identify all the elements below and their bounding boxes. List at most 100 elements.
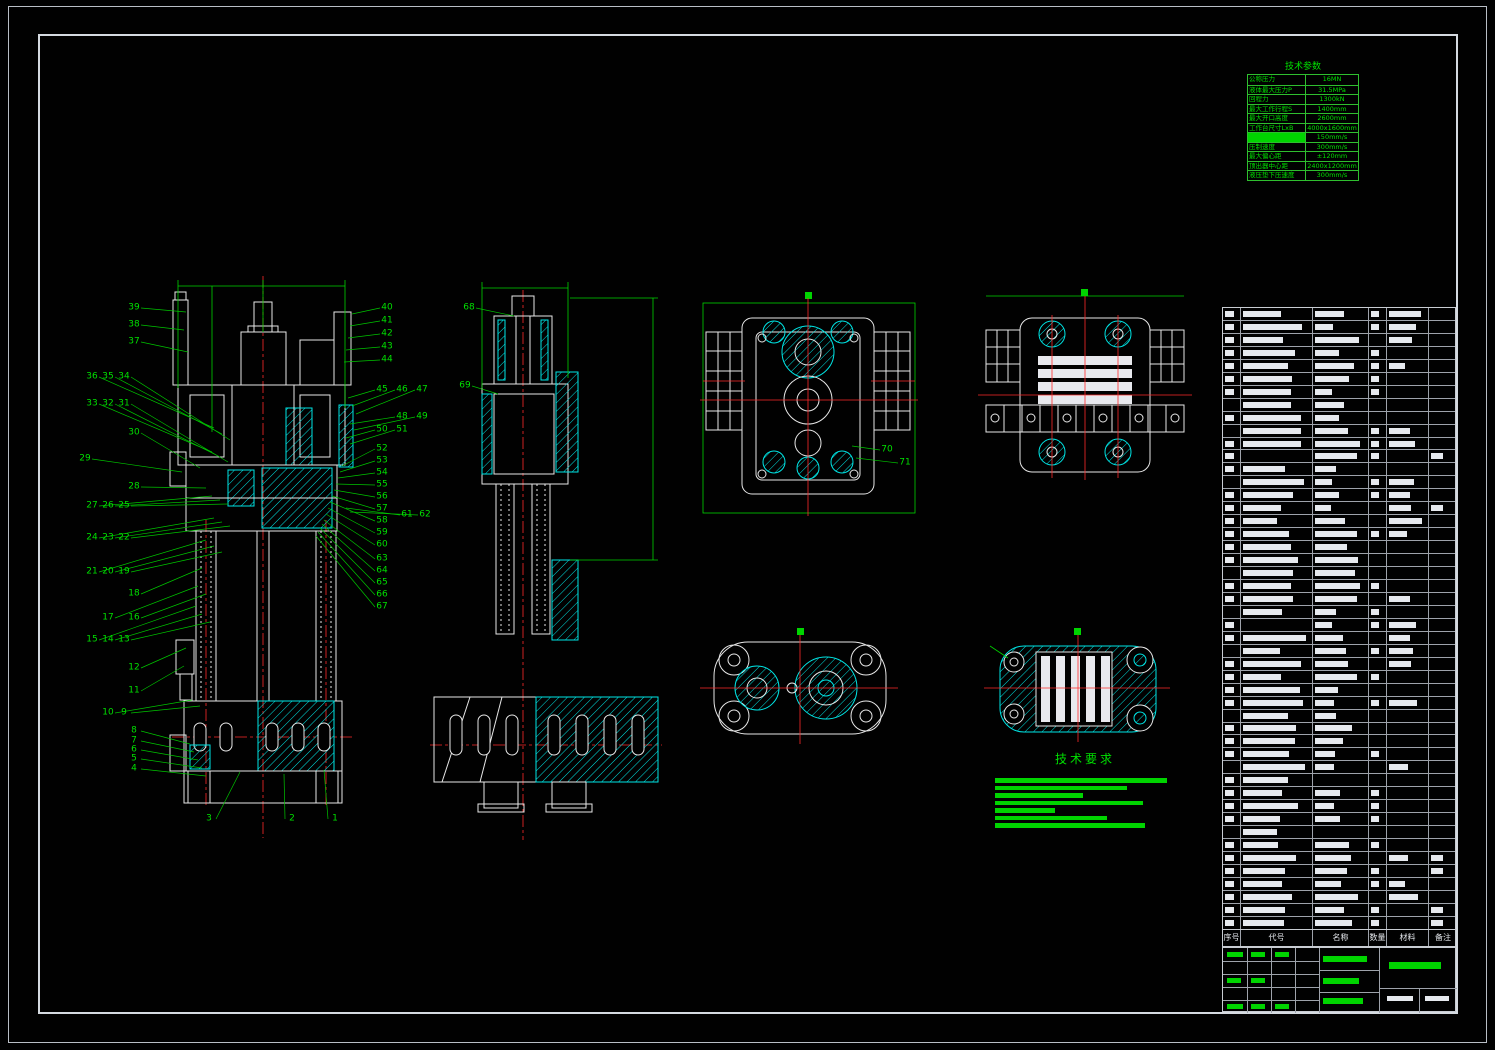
bom-row (1223, 812, 1455, 826)
bom-cell (1223, 657, 1241, 670)
bom-cell (1241, 463, 1313, 476)
bom-text-block (1315, 906, 1344, 913)
bom-cell (1369, 852, 1387, 864)
bom-cell (1223, 670, 1241, 683)
bom-text-block (1371, 751, 1379, 758)
title-block-text-block-green (1251, 952, 1265, 957)
bom-cell (1429, 580, 1457, 592)
bom-text-block (1315, 388, 1333, 395)
bom-row (1223, 488, 1455, 502)
callout-leader-line (114, 403, 221, 458)
bom-cell (1369, 528, 1387, 541)
bom-cell (1429, 567, 1457, 579)
bom-cell (1369, 346, 1387, 359)
bom-cell (1313, 709, 1369, 722)
bom-cell (1369, 476, 1387, 489)
bom-text-block (1243, 544, 1292, 551)
bom-text-block (1243, 906, 1286, 913)
bom-cell (1387, 903, 1429, 916)
bom-text-block (1315, 582, 1361, 589)
bom-cell (1369, 333, 1387, 346)
bom-row (1223, 617, 1457, 631)
bom-cell (1369, 515, 1387, 528)
bom-text-block (1371, 647, 1379, 654)
bom-text-block (1389, 505, 1412, 512)
bom-cell (1369, 877, 1387, 890)
bom-text-block (1315, 531, 1358, 538)
bom-cell (1387, 722, 1429, 735)
bom-row (1223, 721, 1455, 735)
bom-cell (1313, 683, 1369, 696)
bom-text-block (1243, 660, 1301, 667)
bom-cell (1313, 761, 1369, 774)
bom-row (1223, 332, 1455, 346)
bom-text-block (1315, 712, 1336, 719)
bom-cell (1223, 333, 1241, 346)
bom-text-block (1371, 362, 1379, 369)
bom-cell (1223, 554, 1241, 567)
bom-cell (1313, 320, 1369, 333)
callout-leader-line (315, 535, 376, 608)
bom-cell (1429, 399, 1457, 411)
bom-cell (1369, 554, 1387, 567)
bom-cell (1313, 644, 1369, 657)
bom-cell (1223, 592, 1241, 605)
bom-row (1223, 397, 1457, 411)
bom-cell (1241, 709, 1313, 722)
bom-header-row: 序号代号名称数量材料备注 (1223, 928, 1455, 946)
callout-leader-line (140, 593, 207, 619)
bom-text-block (1225, 751, 1234, 758)
bom-row (1223, 591, 1455, 605)
bom-cell (1369, 450, 1387, 463)
bom-cell (1429, 710, 1457, 722)
title-block-text-block-green (1323, 998, 1363, 1004)
bom-cell (1429, 878, 1457, 890)
bom-text-block (1243, 803, 1299, 810)
bom-cell (1241, 644, 1313, 657)
bom-text-block (1315, 375, 1350, 382)
tech-param-row: 150mm/s (1248, 132, 1358, 142)
callout-leader-line (335, 483, 376, 486)
bom-cell (1429, 619, 1457, 631)
bom-cell (1313, 554, 1369, 567)
bom-cell (1429, 554, 1457, 566)
bom-cell (1369, 761, 1387, 774)
bom-row (1223, 902, 1455, 916)
tech-params-title: 技术参数 (1284, 62, 1321, 72)
bom-text-block (1371, 440, 1379, 447)
bom-cell (1223, 437, 1241, 450)
callout-leader-line (130, 705, 201, 714)
bom-text-block (1389, 634, 1410, 641)
bom-text-block (1225, 440, 1234, 447)
title-block-text-block-green (1323, 978, 1359, 984)
bom-cell (1241, 864, 1313, 877)
sheet-outer-border (8, 6, 1487, 1043)
bom-text-block (1225, 816, 1234, 823)
bom-text-block (1315, 764, 1334, 771)
bom-text-block (1389, 647, 1414, 654)
bom-row (1223, 423, 1455, 437)
bom-cell (1387, 592, 1429, 605)
bom-text-block (1389, 855, 1408, 861)
bom-cell (1429, 748, 1457, 760)
bom-cell (1429, 606, 1457, 618)
bom-cell (1241, 618, 1313, 631)
callout-leader-line (341, 448, 376, 467)
bom-cell (1387, 346, 1429, 359)
bom-cell (1241, 308, 1313, 320)
callout-leader-line (319, 527, 376, 584)
bom-text-block (1243, 777, 1289, 784)
bom-text-block (1225, 893, 1234, 900)
bom-text-block (1243, 919, 1285, 926)
bom-text-block (1315, 919, 1352, 926)
bom-cell (1241, 385, 1313, 398)
bom-text-block (1225, 660, 1234, 667)
bom-text-block (1243, 388, 1292, 395)
bom-text-block (1389, 699, 1418, 706)
bom-cell (1429, 865, 1457, 877)
bom-text-block (1243, 375, 1293, 382)
bom-text-block (1243, 362, 1288, 369)
